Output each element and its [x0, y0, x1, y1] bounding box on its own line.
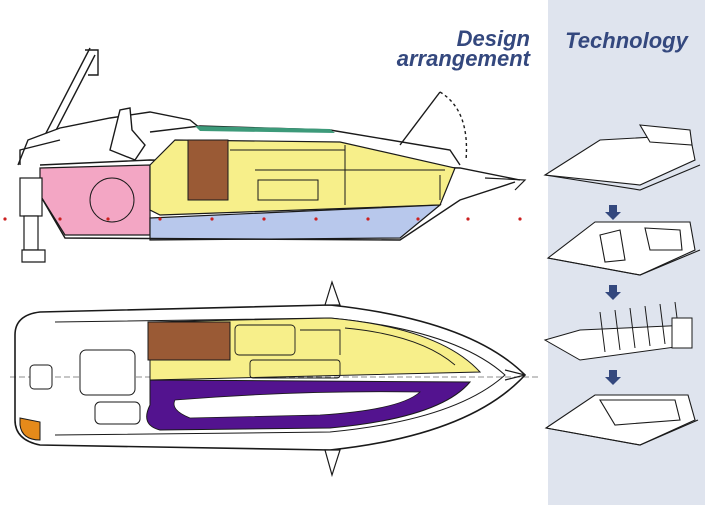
- cabin-area-plan: [149, 317, 482, 381]
- hull-bottom-side: [39, 181, 516, 241]
- outboard-motor: [19, 177, 46, 263]
- tech-step-1-hull-mould: [543, 124, 701, 191]
- tech-step-4-finished-hull: [544, 394, 699, 446]
- tech-step-3-frames: [543, 301, 693, 361]
- stern-orange-marker: [19, 417, 41, 441]
- down-arrow-icon: [605, 370, 621, 385]
- title-technology: Technology: [565, 28, 688, 53]
- galley-block-plan: [147, 321, 231, 361]
- bilge-area: [149, 204, 442, 241]
- title-arrangement: arrangement: [396, 46, 530, 71]
- bottom-fin: [324, 449, 341, 478]
- down-arrow-icon: [605, 205, 621, 220]
- bow-fitting-plan: [504, 369, 526, 381]
- engine-circle: [89, 177, 135, 223]
- cabin-interior-lines: [230, 145, 445, 205]
- bow-fitting-side: [484, 177, 527, 191]
- tech-step-2-deck: [546, 221, 701, 276]
- top-fin: [324, 280, 341, 306]
- waterline-dots: [3, 217, 522, 221]
- down-arrow-icon: [605, 285, 621, 300]
- aft-cockpit-plan: [29, 349, 141, 425]
- title-design: Design: [456, 26, 530, 51]
- seating-lines-plan: [234, 324, 456, 379]
- galley-block-side: [187, 139, 229, 201]
